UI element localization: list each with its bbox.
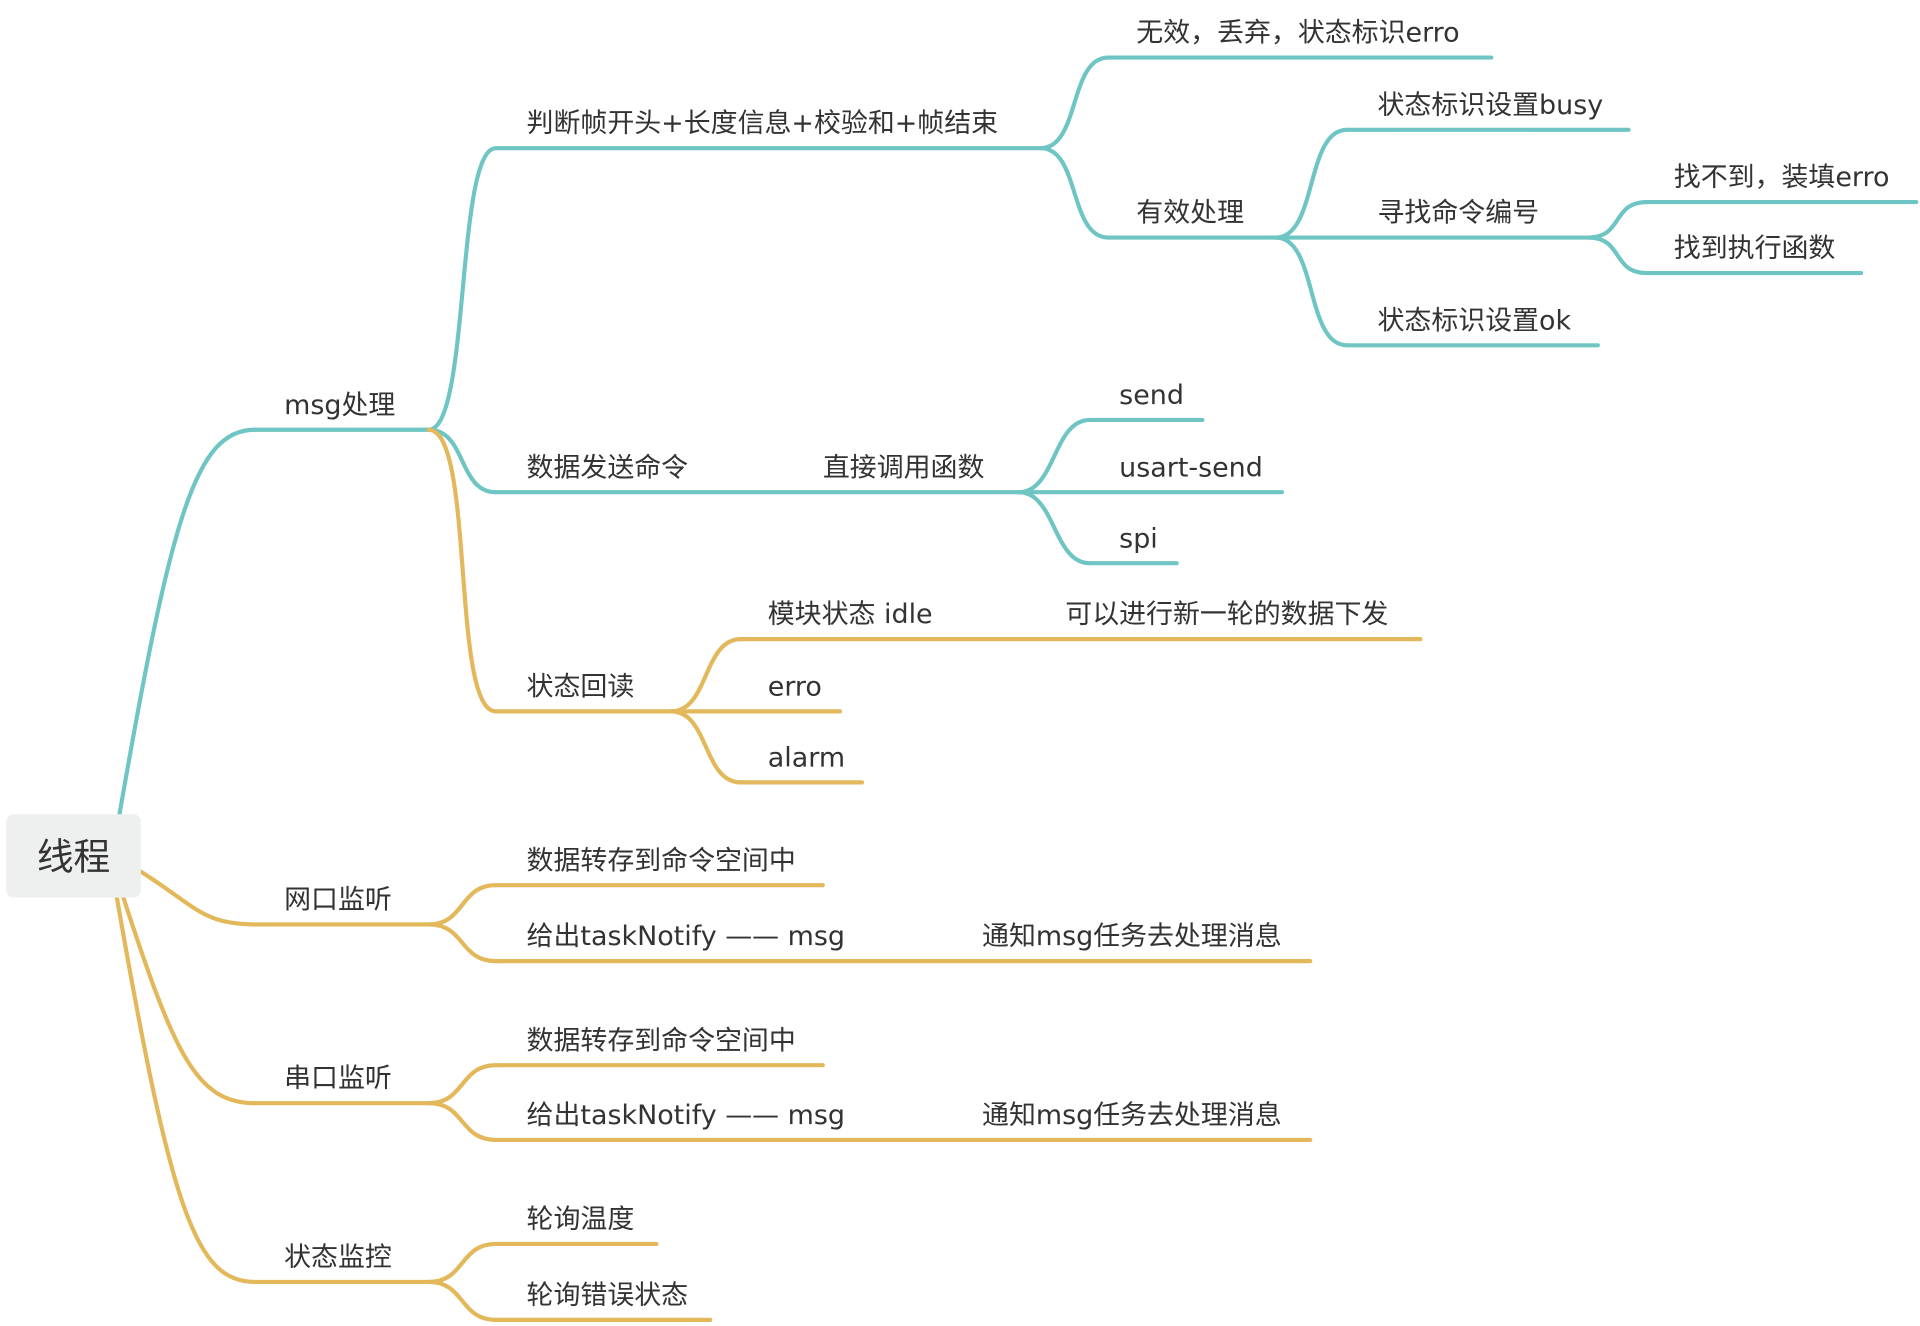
node-status-monitor: 状态监控 — [284, 1242, 392, 1273]
edge-valid-busy — [1273, 127, 1349, 240]
node-send-command: 数据发送命令 — [527, 452, 689, 483]
node-network-notify: 给出taskNotify —— msg — [527, 921, 845, 952]
node-not-found: 找不到，装填erro — [1674, 162, 1890, 193]
edge-msg-status-read — [426, 427, 499, 714]
root-node: 线程 — [6, 814, 141, 898]
node-status-idle-note: 可以进行新一轮的数据下发 — [1065, 599, 1388, 630]
edge-status-idle — [668, 637, 743, 714]
node-serial-store: 数据转存到命令空间中 — [527, 1025, 796, 1056]
node-function-spi: spi — [1119, 523, 1158, 554]
node-network-store: 数据转存到命令空间中 — [527, 845, 796, 876]
edge-direct-send — [1016, 417, 1092, 495]
node-poll-temperature: 轮询温度 — [527, 1204, 635, 1235]
node-valid: 有效处理 — [1136, 198, 1244, 229]
edge-root-network-listen — [135, 867, 257, 927]
node-invalid: 无效，丢弃，状态标识erro — [1136, 18, 1459, 49]
edge-monitor-errors — [426, 1279, 499, 1322]
node-status-alarm: alarm — [768, 742, 845, 773]
node-find-command: 寻找命令编号 — [1378, 198, 1540, 229]
edge-network-store — [426, 883, 499, 927]
node-poll-errors: 轮询错误状态 — [527, 1280, 689, 1311]
node-status-read: 状态回读 — [527, 671, 635, 702]
node-msg: msg处理 — [284, 390, 395, 421]
edge-monitor-temperature — [426, 1241, 499, 1285]
node-network-listen: 网口监听 — [284, 884, 392, 915]
edge-direct-spi — [1016, 490, 1092, 566]
node-found: 找到执行函数 — [1674, 233, 1836, 264]
edge-msg-send-command — [426, 427, 499, 495]
edge-frame-valid — [1038, 146, 1111, 240]
node-serial-notify: 给出taskNotify —— msg — [527, 1100, 845, 1131]
edge-root-serial-listen — [120, 892, 257, 1106]
edge-find-found — [1586, 235, 1649, 276]
node-status-erro: erro — [768, 671, 822, 702]
node-function-usart-send: usart-send — [1119, 452, 1263, 483]
mind-map-connectors — [114, 55, 1919, 1322]
node-busy: 状态标识设置busy — [1378, 90, 1604, 121]
edge-serial-store — [426, 1063, 499, 1106]
edge-root-status-monitor — [114, 892, 257, 1285]
edge-network-notify — [426, 922, 499, 964]
edge-find-not-found — [1586, 199, 1649, 240]
edge-serial-notify — [426, 1101, 499, 1142]
node-ok: 状态标识设置ok — [1378, 305, 1572, 336]
node-frame-check: 判断帧开头+长度信息+校验和+帧结束 — [527, 108, 999, 139]
edge-frame-invalid — [1038, 55, 1111, 151]
node-direct-call: 直接调用函数 — [823, 452, 985, 483]
edge-msg-frame-check — [426, 146, 499, 432]
edge-status-alarm — [668, 709, 743, 785]
node-function-send: send — [1119, 380, 1184, 411]
node-serial-listen: 串口监听 — [284, 1063, 392, 1094]
edge-root-msg — [116, 427, 257, 820]
root-node-box — [6, 814, 141, 898]
node-status-idle: 模块状态 idle — [768, 599, 933, 630]
root-node-label: 线程 — [37, 835, 110, 878]
edge-valid-ok — [1273, 235, 1349, 348]
node-network-notify-note: 通知msg任务去处理消息 — [982, 921, 1282, 952]
node-labels: msg处理 判断帧开头+长度信息+校验和+帧结束 无效，丢弃，状态标识erro … — [284, 18, 1889, 1311]
node-serial-notify-note: 通知msg任务去处理消息 — [982, 1100, 1282, 1131]
